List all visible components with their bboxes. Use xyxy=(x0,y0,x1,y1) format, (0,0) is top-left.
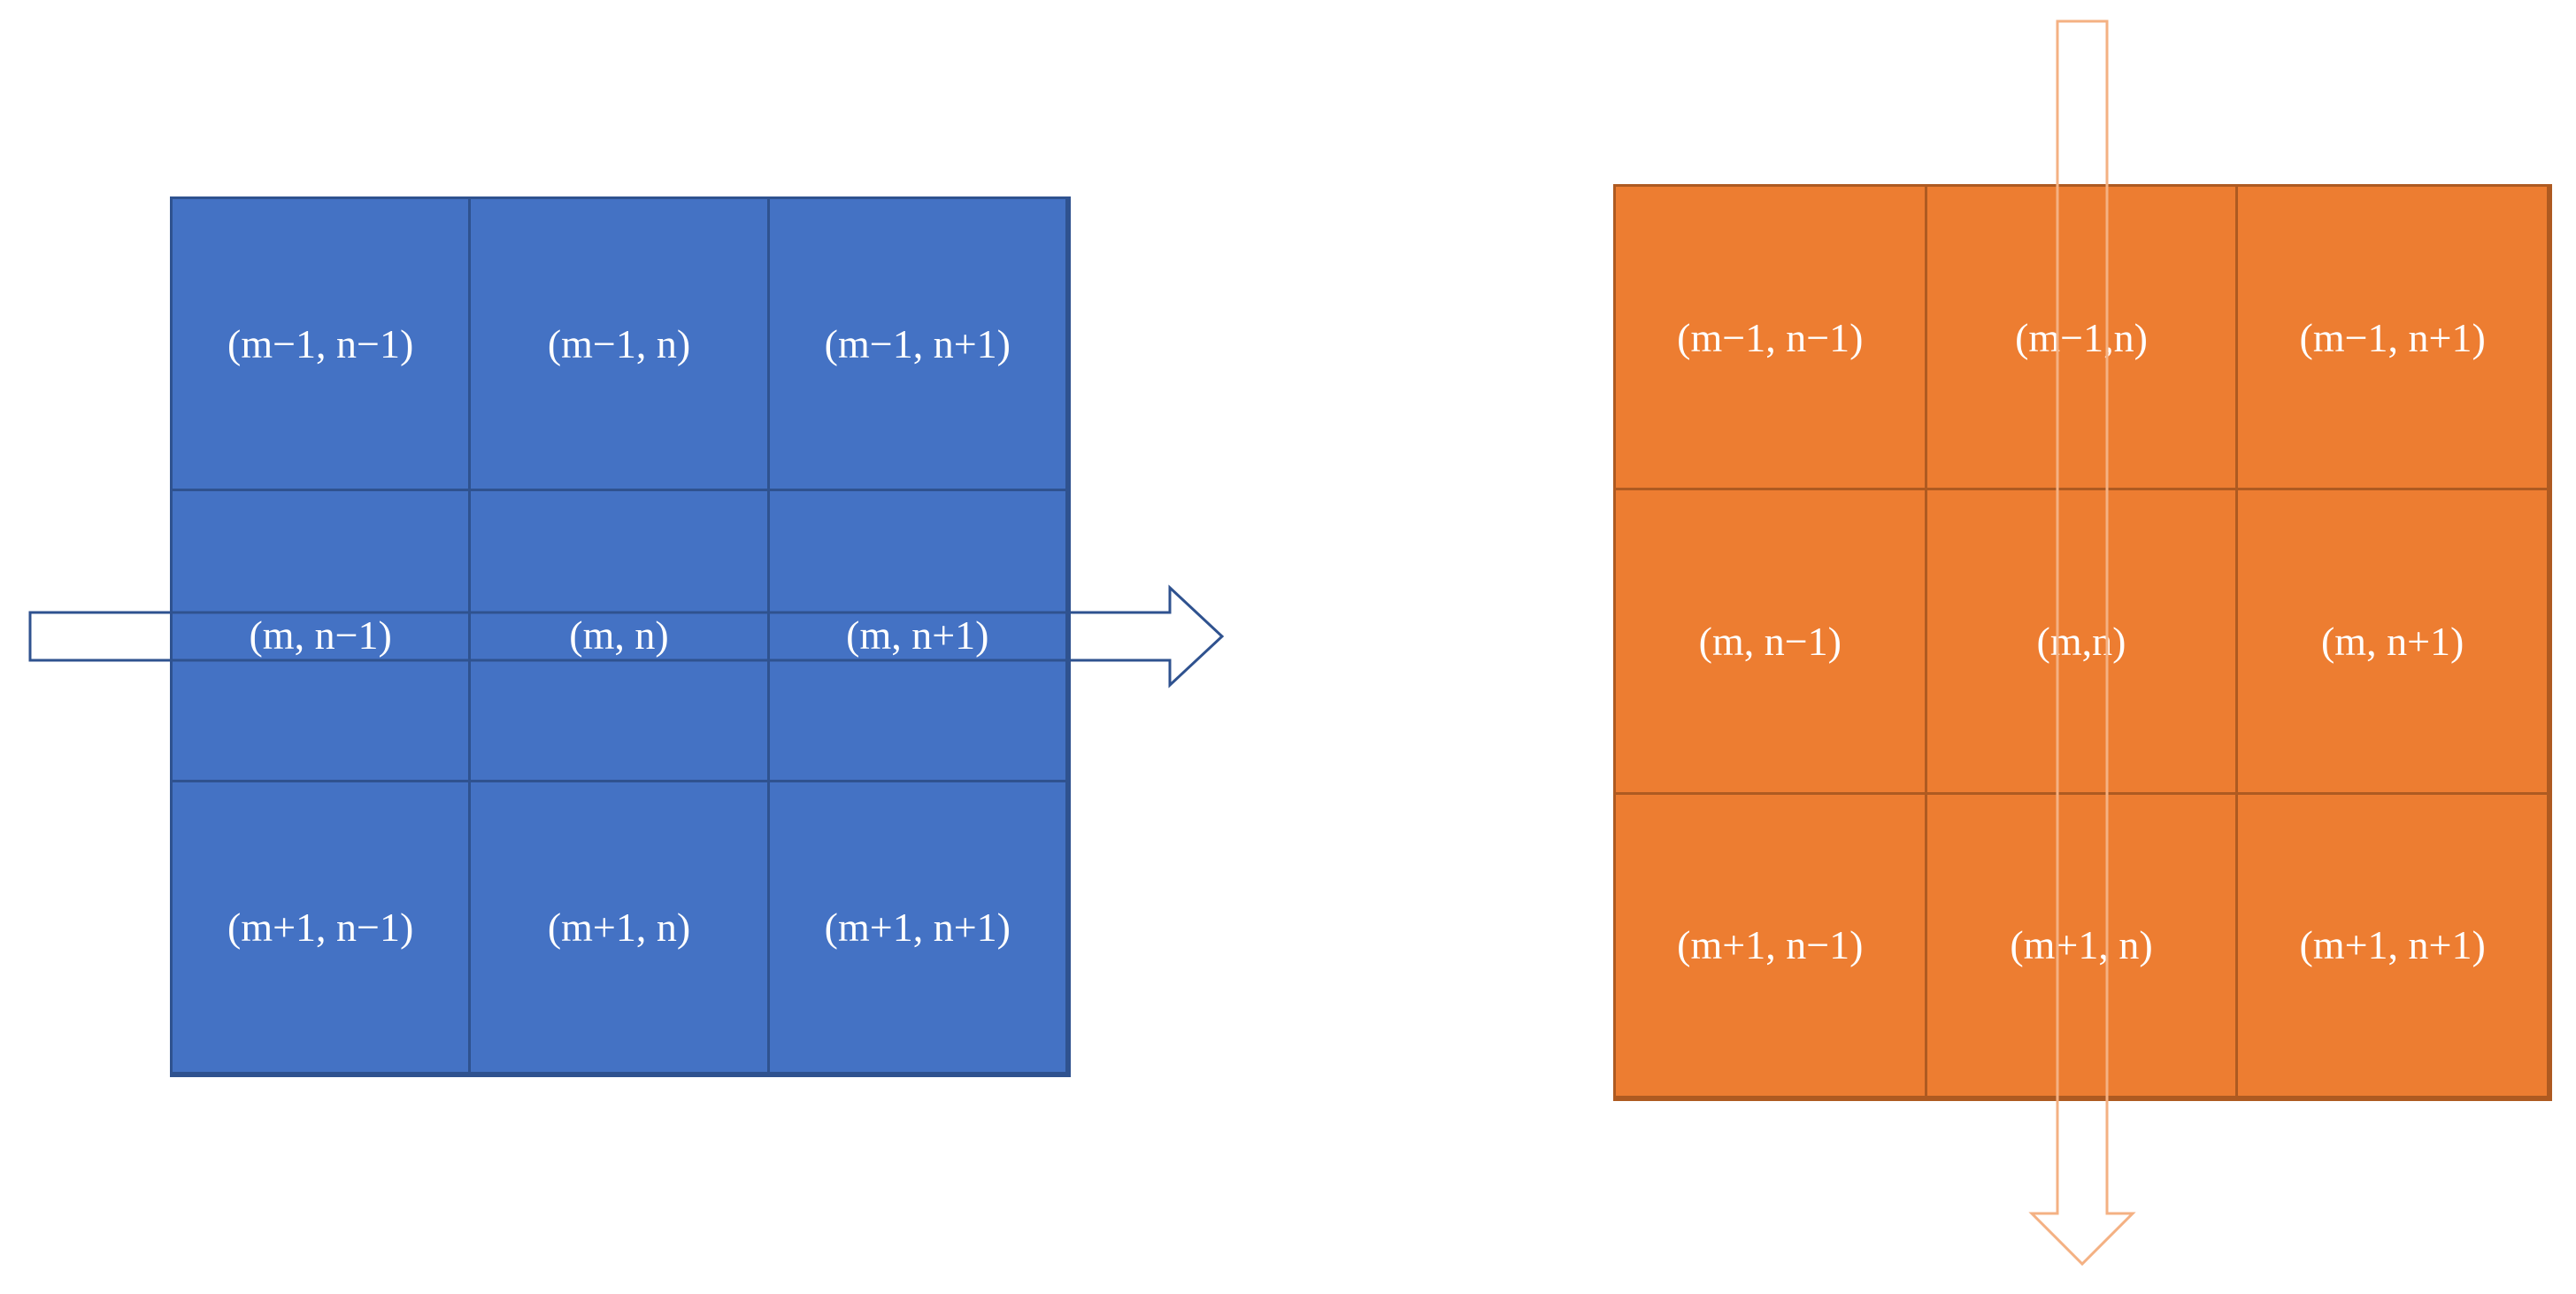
right-cell-bottom-right: (m+1, n+1) xyxy=(2238,794,2549,1098)
left-neighborhood-grid: (m−1, n−1) (m−1, n) (m−1, n+1) (m, n−1) … xyxy=(170,196,1071,1077)
right-cell-bottom-left: (m+1, n−1) xyxy=(1616,794,1927,1098)
left-cell-middle-right: (m, n+1) xyxy=(769,490,1068,783)
right-neighborhood-grid: (m−1, n−1) (m−1,n) (m−1, n+1) (m, n−1) (… xyxy=(1613,184,2552,1101)
right-cell-bottom-center: (m+1, n) xyxy=(1926,794,2239,1098)
left-cell-top-right: (m−1, n+1) xyxy=(769,199,1068,491)
left-cell-bottom-center: (m+1, n) xyxy=(471,782,770,1074)
left-cell-middle-left: (m, n−1) xyxy=(173,490,472,783)
right-cell-top-left: (m−1, n−1) xyxy=(1616,187,1927,491)
right-cell-center: (m,n) xyxy=(1926,490,2239,795)
left-cell-center: (m, n) xyxy=(471,490,770,783)
right-cell-middle-left: (m, n−1) xyxy=(1616,490,1927,795)
right-cell-top-right: (m−1, n+1) xyxy=(2238,187,2549,491)
left-cell-top-center: (m−1, n) xyxy=(471,199,770,491)
right-cell-top-center: (m−1,n) xyxy=(1926,187,2239,491)
left-cell-bottom-right: (m+1, n+1) xyxy=(769,782,1068,1074)
right-cell-middle-right: (m, n+1) xyxy=(2238,490,2549,795)
left-cell-bottom-left: (m+1, n−1) xyxy=(173,782,472,1074)
left-cell-top-left: (m−1, n−1) xyxy=(173,199,472,491)
